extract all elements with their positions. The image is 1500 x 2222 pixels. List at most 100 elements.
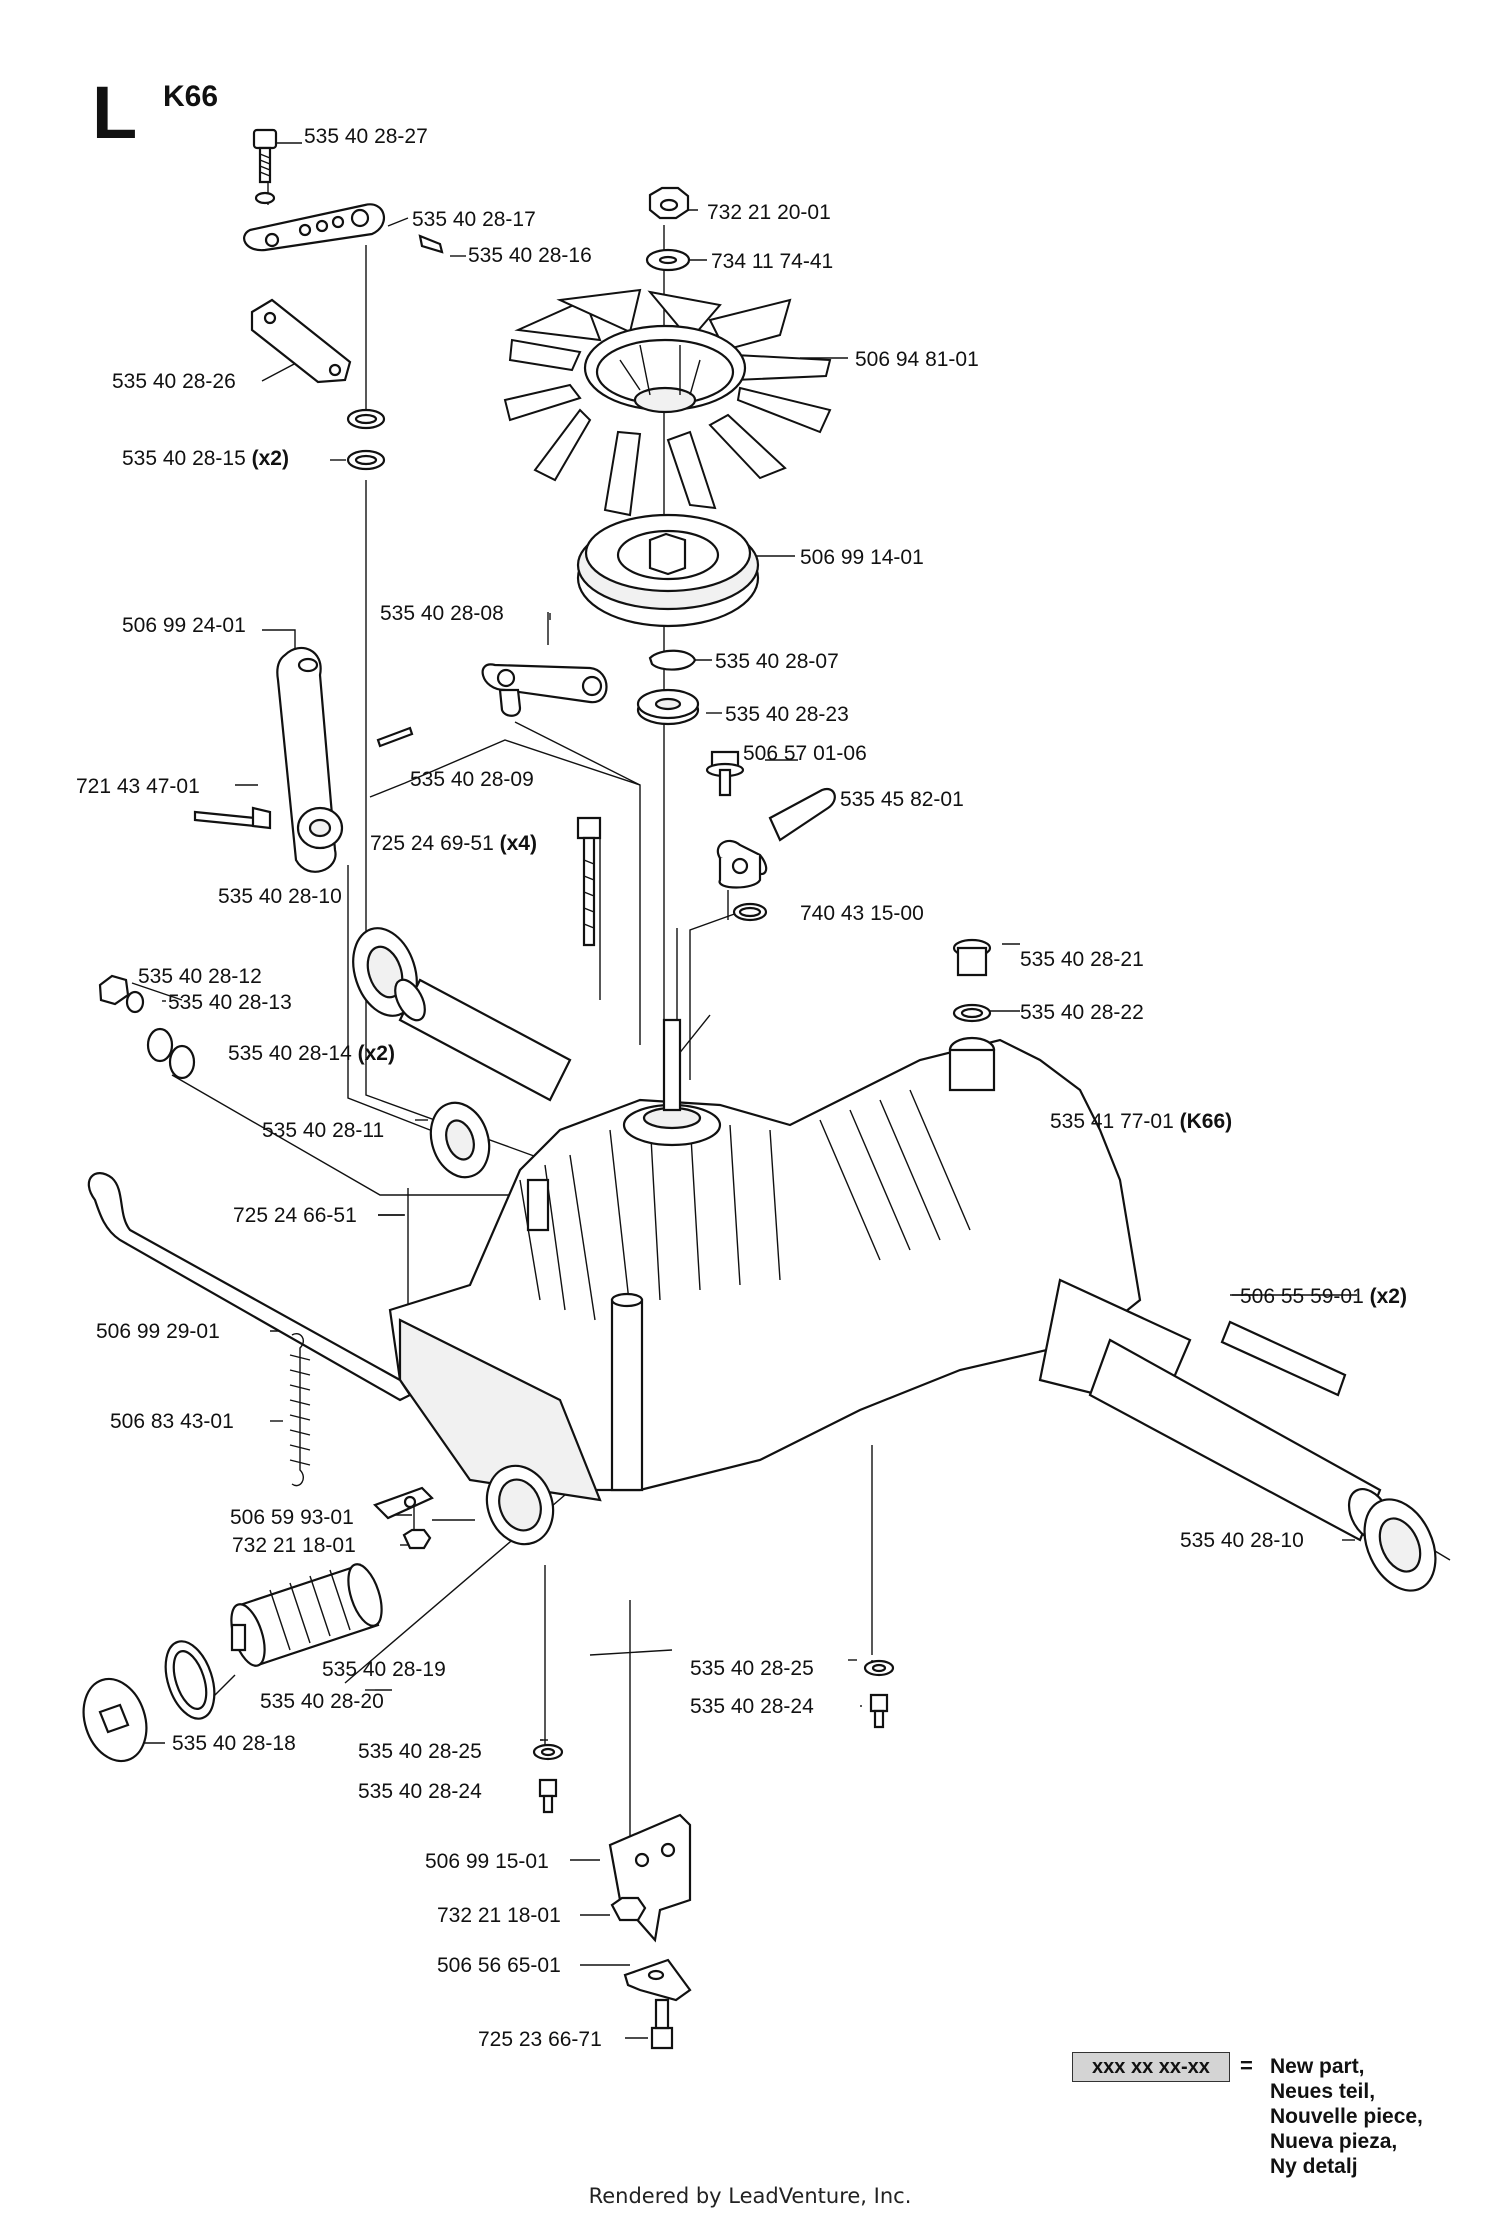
label-740431500: 740 43 15-00: [800, 902, 924, 925]
washer-pair-part: [346, 408, 386, 471]
release-arm-part: [276, 646, 344, 873]
control-lever-part: [243, 203, 444, 254]
label-535402810a: 535 40 28-10: [218, 885, 342, 908]
part-number-labels: 535 40 28-27 535 40 28-17 535 40 28-16 5…: [76, 125, 1407, 2051]
bypass-arm-part: [481, 663, 608, 717]
clip-part: [623, 1958, 692, 2002]
label-535402824b: 535 40 28-24: [358, 1780, 482, 1803]
o-ring-small-part: [732, 902, 768, 922]
label-535402807: 535 40 28-07: [715, 650, 839, 673]
label-506599301: 506 59 93-01: [230, 1506, 354, 1529]
header-model-code: K66: [163, 80, 219, 113]
label-506834301: 506 83 43-01: [110, 1410, 234, 1433]
label-535402818: 535 40 28-18: [172, 1732, 296, 1755]
legend-line: Nueva pieza,: [1270, 2130, 1398, 2153]
label-725246951-qty: (x4): [500, 832, 537, 855]
bolt-bottom-part: [650, 1998, 674, 2050]
header-section-letter: L: [92, 71, 138, 154]
filter-gasket-part: [164, 1640, 216, 1720]
label-535402822: 535 40 28-22: [1020, 1001, 1144, 1024]
label-506992901: 506 99 29-01: [96, 1320, 220, 1343]
label-535402815-number: 535 40 28-15: [122, 447, 246, 470]
legend-line: New part,: [1270, 2055, 1365, 2078]
label-506991501: 506 99 15-01: [425, 1850, 549, 1873]
fill-gasket-part: [952, 1003, 992, 1023]
cotter-pin-part: [193, 806, 272, 830]
label-535402813: 535 40 28-13: [168, 991, 292, 1014]
drive-pulley-part: [576, 513, 760, 628]
label-734117441: 734 11 74-41: [711, 250, 833, 273]
label-535402815-qty: (x2): [252, 447, 289, 470]
footer-credit: Rendered by LeadVenture, Inc.: [588, 2184, 912, 2208]
legend-equals: =: [1240, 2053, 1253, 2078]
label-535402820: 535 40 28-20: [260, 1690, 384, 1713]
label-535402825a: 535 40 28-25: [690, 1657, 814, 1680]
o-ring-pair-part: [146, 1027, 196, 1080]
hex-nut-part: [98, 974, 130, 1006]
lever-bolt-part: [252, 128, 278, 205]
bolt-bottom-left-part: [538, 1778, 558, 1814]
label-535402812: 535 40 28-12: [138, 965, 262, 988]
lock-nut-bottom-part: [610, 1896, 647, 1922]
transaxle-housing-part: [388, 1018, 1142, 1546]
legend-placeholder-box: xxx xx xx-xx: [1072, 2052, 1230, 2082]
label-535402810b: 535 40 28-10: [1180, 1529, 1304, 1552]
bracket-plate-part: [250, 298, 352, 384]
label-725236671: 725 23 66-71: [478, 2028, 602, 2051]
cooling-fan-part: [503, 288, 832, 517]
drain-plug-part: [82, 1677, 148, 1763]
nut-part: [648, 186, 690, 220]
axle-shaft-part: [394, 978, 572, 1102]
long-bolt-part: [576, 816, 602, 947]
label-535402814-qty: (x2): [358, 1042, 395, 1065]
label-535402814-number: 535 40 28-14: [228, 1042, 352, 1065]
label-506991401: 506 99 14-01: [800, 546, 924, 569]
label-535402811: 535 40 28-11: [262, 1119, 384, 1142]
label-535402827: 535 40 28-27: [304, 125, 428, 148]
label-506555901-number: 506 55 59-01: [1240, 1285, 1364, 1308]
washer-bottom-right-part: [863, 1659, 895, 1677]
fill-plug-part: [952, 938, 992, 977]
label-732211801a: 732 21 18-01: [232, 1534, 356, 1557]
e-clip-part: [648, 649, 697, 671]
axle-seal-right-part: [1363, 1498, 1437, 1592]
label-535402816: 535 40 28-16: [468, 244, 592, 267]
label-535402819: 535 40 28-19: [322, 1658, 446, 1681]
oil-seal-lower-part: [429, 1101, 491, 1179]
control-bracket-part: [716, 787, 836, 889]
label-535402823: 535 40 28-23: [725, 703, 849, 726]
label-725246651: 725 24 66-51: [233, 1204, 357, 1227]
lock-nut-small-part: [402, 1528, 432, 1550]
label-506555901-qty: (x2): [1370, 1285, 1407, 1308]
label-535402825b: 535 40 28-25: [358, 1740, 482, 1763]
bolt-bottom-right-part: [869, 1693, 889, 1729]
label-535402815: 535 40 28-15 (x2): [122, 447, 289, 470]
label-535402809: 535 40 28-09: [410, 768, 534, 791]
bearing-washer-part: [636, 688, 700, 726]
label-506566501: 506 56 65-01: [437, 1954, 561, 1977]
pin-part: [376, 726, 414, 748]
key-part: [1220, 1320, 1347, 1397]
label-506570106: 506 57 01-06: [743, 742, 867, 765]
legend-text: New part, Neues teil, Nouvelle piece, Nu…: [1270, 2054, 1423, 2179]
label-535402826: 535 40 28-26: [112, 370, 236, 393]
label-725246951: 725 24 69-51 (x4): [370, 832, 537, 855]
label-732211801b: 732 21 18-01: [437, 1904, 561, 1927]
label-535402817: 535 40 28-17: [412, 208, 536, 231]
label-721434701: 721 43 47-01: [76, 775, 200, 798]
legend-line: Ny detalj: [1270, 2155, 1358, 2178]
tension-spring-part: [289, 1333, 311, 1487]
legend-line: Neues teil,: [1270, 2080, 1376, 2103]
flange-bolt-part: [705, 750, 745, 797]
label-535402824a: 535 40 28-24: [690, 1695, 814, 1718]
brake-bracket-part: [372, 1486, 434, 1520]
oil-filter-part: [230, 1563, 383, 1667]
label-535417701-model: (K66): [1180, 1110, 1233, 1133]
washer-bottom-left-part: [532, 1743, 564, 1761]
label-535417701-number: 535 41 77-01: [1050, 1110, 1174, 1133]
label-535458201: 535 45 82-01: [840, 788, 964, 811]
label-535402808: 535 40 28-08: [380, 602, 504, 625]
washer-part: [645, 248, 691, 272]
label-732212001: 732 21 20-01: [707, 201, 831, 224]
